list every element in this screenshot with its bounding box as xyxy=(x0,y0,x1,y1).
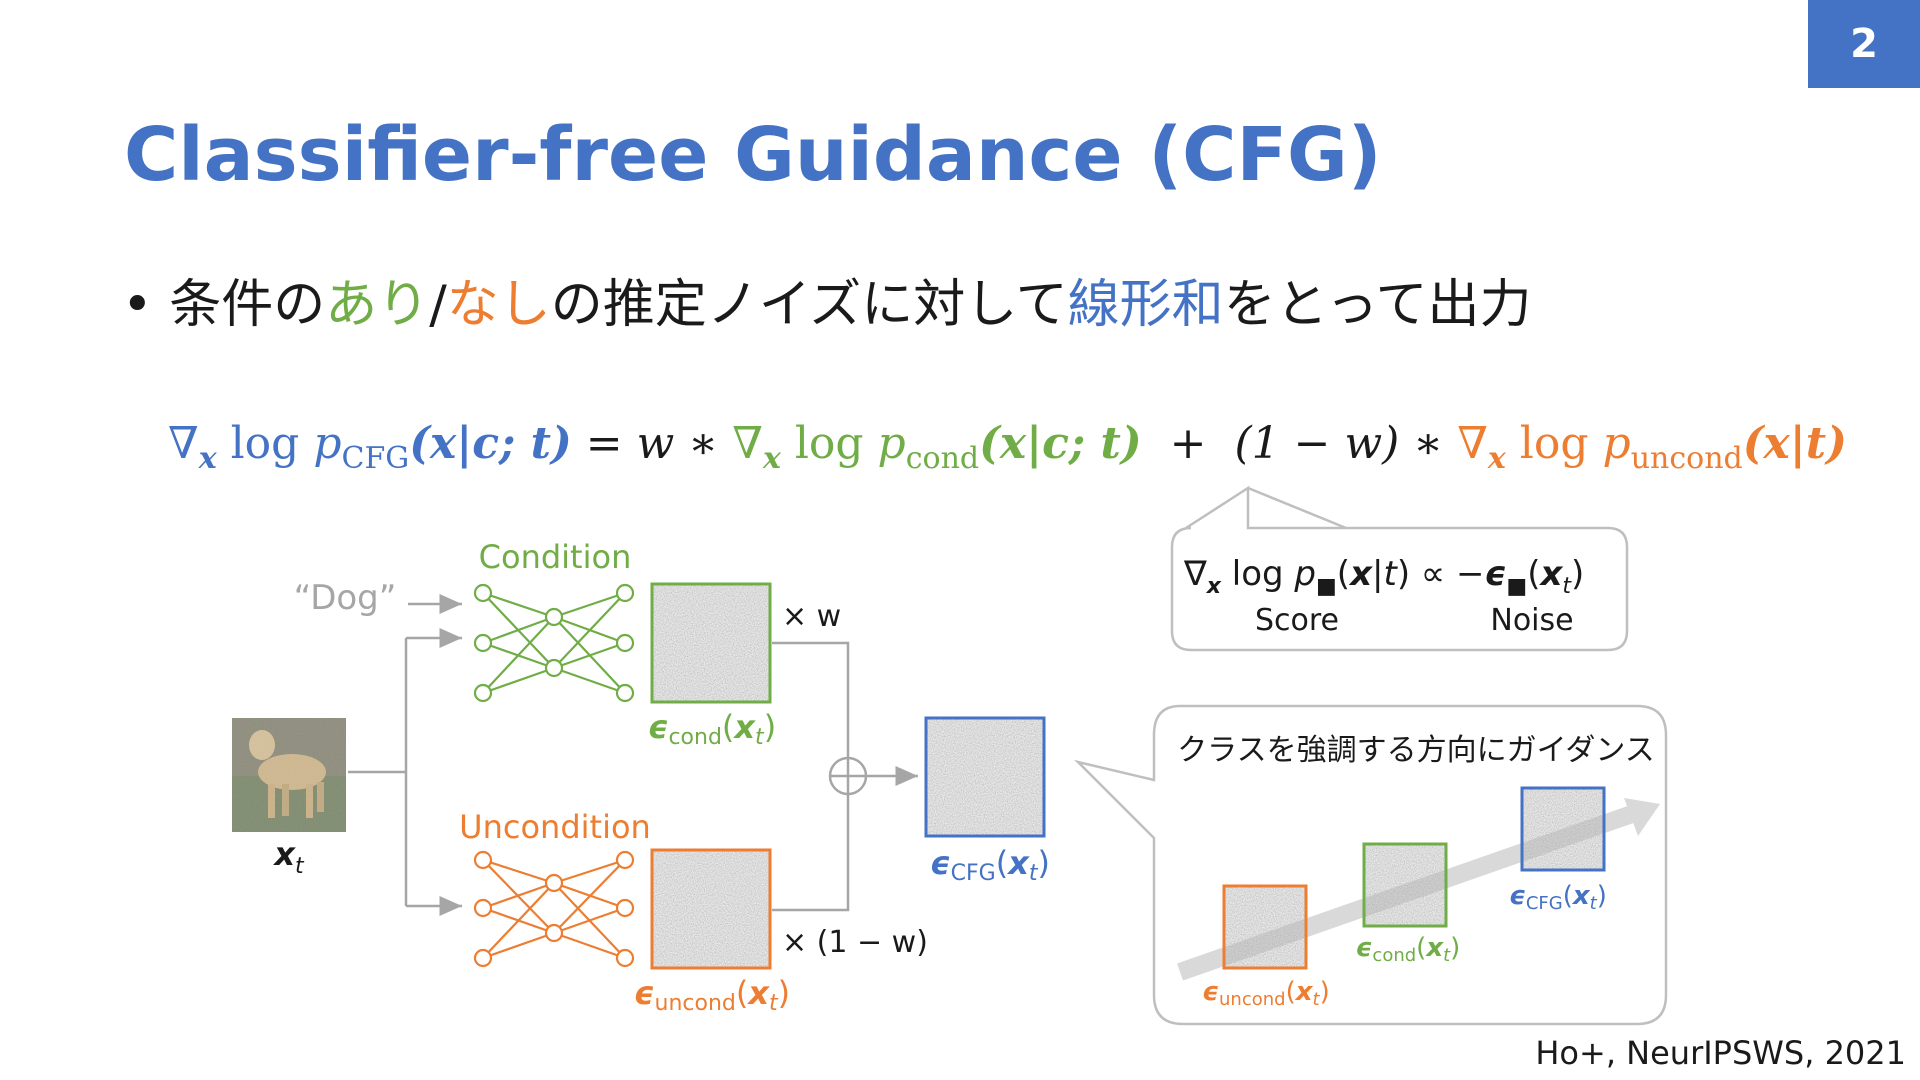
eps-cfg-label: ϵCFG(xt) xyxy=(930,844,1050,886)
formula-plus: + xyxy=(1141,418,1235,469)
formula-uncond-term: ∇x log puncond(x|t) xyxy=(1457,418,1847,476)
citation: Ho+, NeurIPSWS, 2021 xyxy=(1535,1034,1906,1072)
formula-one-minus-w: (1 − w) xyxy=(1234,418,1400,469)
formula-w: w xyxy=(636,418,675,469)
dog-text-input: “Dog” xyxy=(294,578,397,618)
eps-cond-image xyxy=(650,582,772,704)
sum-node xyxy=(828,756,868,796)
bullet-seg-3: をとって出力 xyxy=(1223,275,1532,335)
bullet-point: • 条件のあり/なしの推定ノイズに対して線形和をとって出力 xyxy=(122,262,1532,337)
guidance-text: クラスを強調する方向にガイダンス xyxy=(1177,733,1655,768)
times-w-label: × w xyxy=(782,599,841,634)
bullet-seg-nashi: なし xyxy=(446,275,551,335)
formula-cond-term: ∇x log pcond(x|c; t) xyxy=(732,418,1142,476)
score-noise-callout xyxy=(1170,485,1629,652)
slide-title: Classifier-free Guidance (CFG) xyxy=(124,112,1382,198)
guidance-cond-image xyxy=(1362,842,1448,928)
eps-cond-label: ϵcond(xt) xyxy=(648,708,776,750)
uncondition-network xyxy=(473,850,635,968)
bullet-seg-ari: あり xyxy=(325,275,430,335)
bullet-seg-1: 条件の xyxy=(169,275,326,335)
cfg-formula: ∇x log pCFG(x|c; t) = w ∗ ∇x log pcond(x… xyxy=(168,418,1847,476)
times-one-minus-w-label: × (1 − w) xyxy=(782,925,928,960)
bullet-marker: • xyxy=(122,275,153,335)
formula-equals: = xyxy=(571,418,637,469)
guidance-eps-uncond-label: ϵuncond(xt) xyxy=(1202,977,1329,1010)
score-label: Score xyxy=(1255,603,1339,638)
bullet-seg-slash: / xyxy=(429,275,447,335)
page-number: 2 xyxy=(1850,21,1878,67)
eps-uncond-label: ϵuncond(xt) xyxy=(634,974,790,1016)
eps-uncond-image xyxy=(650,848,772,970)
uncondition-label: Uncondition xyxy=(459,808,651,846)
page-number-badge: 2 xyxy=(1808,0,1920,88)
eps-cfg-image xyxy=(924,716,1046,838)
bullet-seg-linear-sum: 線形和 xyxy=(1067,275,1224,335)
formula-lhs: ∇x log pCFG(x|c; t) xyxy=(168,418,572,476)
condition-label: Condition xyxy=(479,538,632,576)
formula-star-1: ∗ xyxy=(674,418,733,469)
sum-line-bottom xyxy=(772,794,850,912)
guidance-uncond-image xyxy=(1222,884,1308,970)
sum-line-top xyxy=(772,641,850,758)
condition-network xyxy=(473,583,635,703)
xt-label: xt xyxy=(272,835,305,879)
formula-star-2: ∗ xyxy=(1399,418,1458,469)
score-noise-equation: ∇x log p■(x|t) ∝ −ϵ■(xt) xyxy=(1183,554,1584,599)
guidance-cfg-image xyxy=(1520,786,1606,872)
noise-label: Noise xyxy=(1490,603,1573,638)
bullet-seg-2: の推定ノイズに対して xyxy=(550,275,1068,335)
dog-image xyxy=(232,718,346,832)
guidance-eps-cfg-label: ϵCFG(xt) xyxy=(1509,881,1607,914)
guidance-eps-cond-label: ϵcond(xt) xyxy=(1356,933,1461,966)
